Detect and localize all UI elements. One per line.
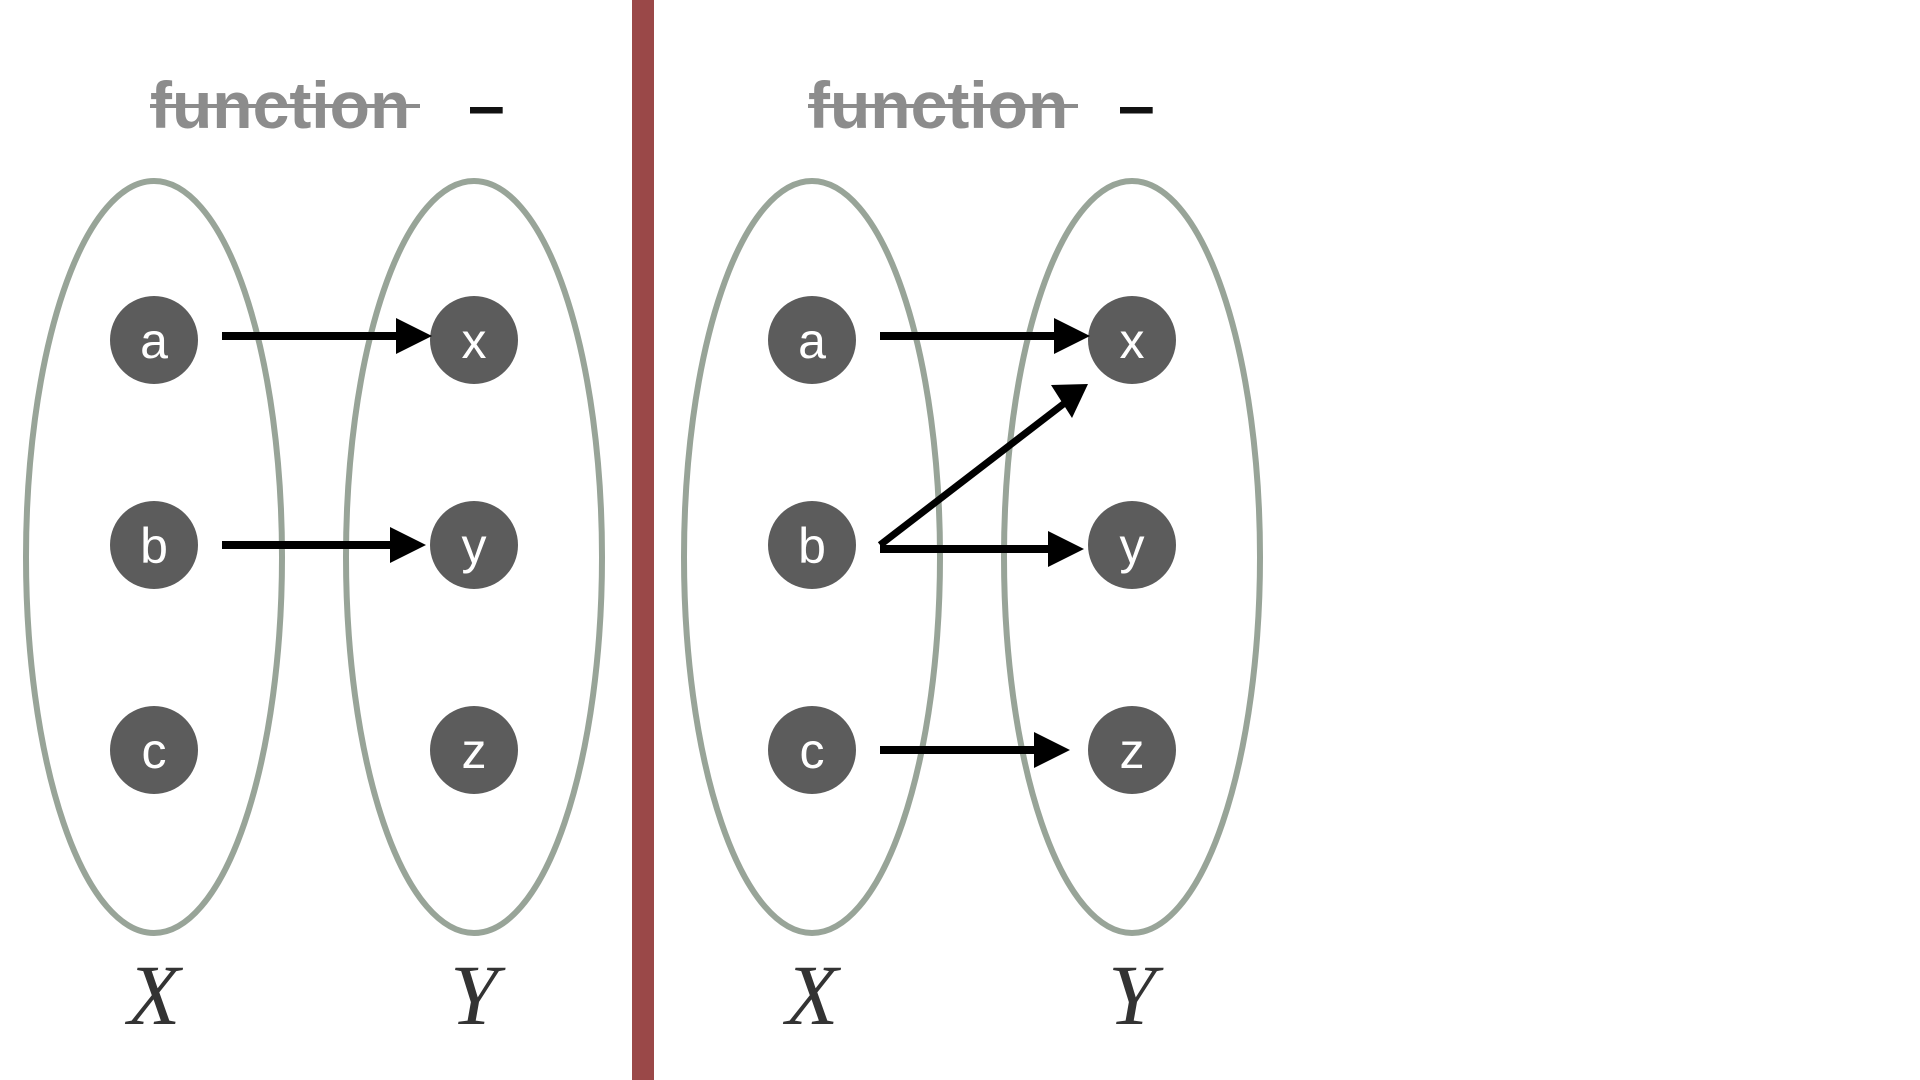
mapping-arrow-a-to-x [222, 318, 432, 354]
domain-set-ellipse [23, 178, 285, 936]
codomain-node-x: x [430, 296, 518, 384]
panel-divider [632, 0, 654, 1080]
node-label: y [462, 518, 487, 574]
node-label: b [140, 518, 168, 574]
codomain-node-x: x [1088, 296, 1176, 384]
domain-node-b: b [768, 501, 856, 589]
node-label: a [140, 313, 168, 369]
codomain-label: Y [1108, 947, 1164, 1043]
mapping-arrow-c-to-z [880, 732, 1070, 768]
node-label: z [1120, 723, 1145, 779]
node-label: b [798, 518, 826, 574]
node-label: z [462, 723, 487, 779]
node-label: y [1120, 518, 1145, 574]
codomain-set-ellipse [1001, 178, 1263, 936]
domain-set-ellipse [681, 178, 943, 936]
mapping-arrow-a-to-x [880, 318, 1090, 354]
mapping-arrow-b-to-x [877, 384, 1088, 548]
domain-node-b: b [110, 501, 198, 589]
node-label: x [1120, 313, 1145, 369]
codomain-node-z: z [1088, 706, 1176, 794]
codomain-set-ellipse [343, 178, 605, 936]
codomain-node-y: y [430, 501, 518, 589]
domain-node-a: a [110, 296, 198, 384]
domain-node-a: a [768, 296, 856, 384]
node-label: x [462, 313, 487, 369]
panel-right: function – a b c x y z [681, 68, 1263, 1043]
title-dash: – [468, 68, 505, 142]
node-label: c [800, 723, 825, 779]
codomain-node-y: y [1088, 501, 1176, 589]
domain-node-c: c [768, 706, 856, 794]
panel-left: function – a b c x y z [23, 68, 605, 1043]
codomain-node-z: z [430, 706, 518, 794]
node-label: a [798, 313, 826, 369]
codomain-label: Y [450, 947, 506, 1043]
domain-label: X [783, 947, 842, 1043]
domain-node-c: c [110, 706, 198, 794]
domain-label: X [125, 947, 184, 1043]
mapping-arrow-b-to-y [222, 527, 426, 563]
mapping-arrow-b-to-y [880, 531, 1084, 567]
title-dash: – [1118, 68, 1155, 142]
node-label: c [142, 723, 167, 779]
